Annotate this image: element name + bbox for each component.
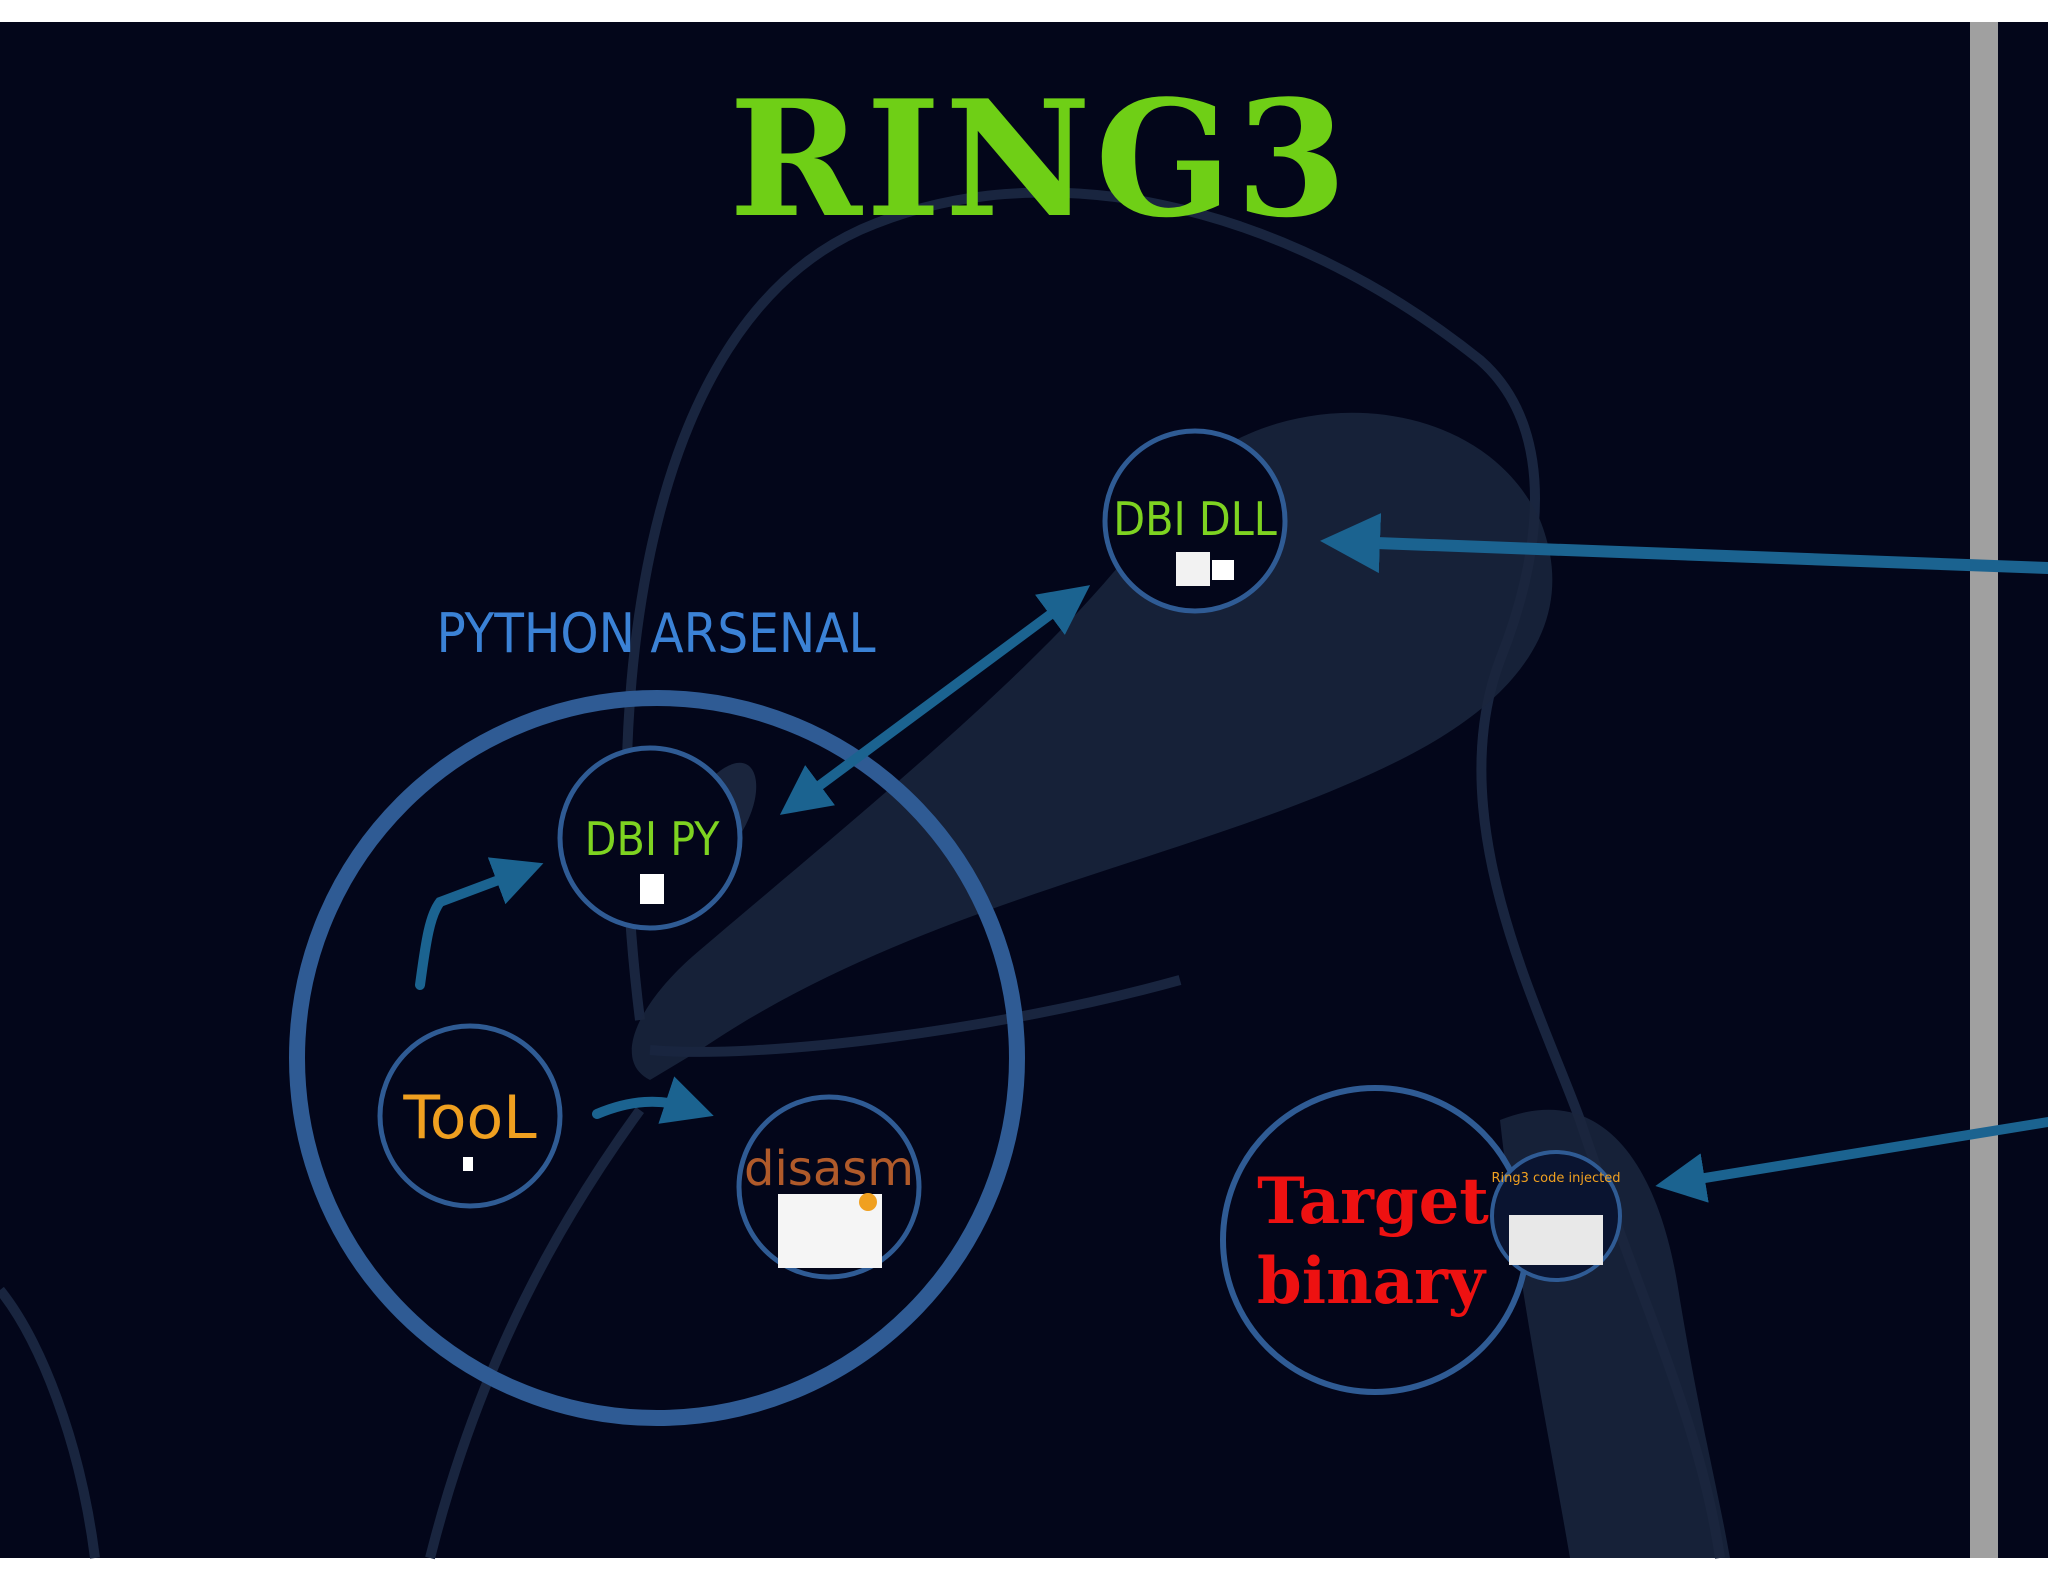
- dbi-py-thumbnail: [640, 874, 664, 904]
- tool-thumbnail: [463, 1157, 473, 1171]
- target-label-line2: binary: [1257, 1244, 1487, 1319]
- arrow-into-injected: [1655, 1117, 2048, 1203]
- diagram-arrows: [415, 513, 2048, 1203]
- arrow-into-dbi-dll: [1320, 513, 2048, 574]
- disasm-label: disasm: [744, 1141, 914, 1197]
- ring3-injected-screenshot: [1509, 1215, 1603, 1265]
- arrow-dbi-dll-dbi-py: [779, 585, 1091, 815]
- tool-label: TooL: [402, 1083, 537, 1153]
- dbi-dll-label: DBI DLL: [1113, 492, 1277, 546]
- dbi-dll-node[interactable]: DBI DLL: [1102, 428, 1288, 614]
- dbi-dll-thumbnail-small: [1212, 560, 1234, 580]
- python-arsenal-label: PYTHON ARSENAL: [436, 602, 875, 665]
- target-binary-node[interactable]: Target binary: [1220, 1085, 1530, 1395]
- diagram-title: RING3: [729, 65, 1351, 253]
- tool-node[interactable]: TooL: [377, 1023, 563, 1209]
- dbi-py-node[interactable]: DBI PY: [557, 745, 743, 931]
- ring3-injected-node[interactable]: Ring3 code injected: [1490, 1150, 1622, 1282]
- python-arsenal-circle: [289, 690, 1025, 1426]
- arrow-tool-to-dbi-py: [415, 857, 544, 990]
- ring3-injected-label: Ring3 code injected: [1492, 1171, 1621, 1186]
- scrollbar-track[interactable]: [1970, 22, 1998, 1558]
- disasm-node[interactable]: disasm: [736, 1094, 922, 1280]
- dbi-py-label: DBI PY: [585, 812, 721, 866]
- target-label-line1: Target: [1257, 1164, 1489, 1239]
- dbi-dll-thumbnail: [1176, 552, 1210, 586]
- arrow-tool-to-disasm: [592, 1076, 714, 1124]
- disasm-logo-icon: [859, 1193, 877, 1211]
